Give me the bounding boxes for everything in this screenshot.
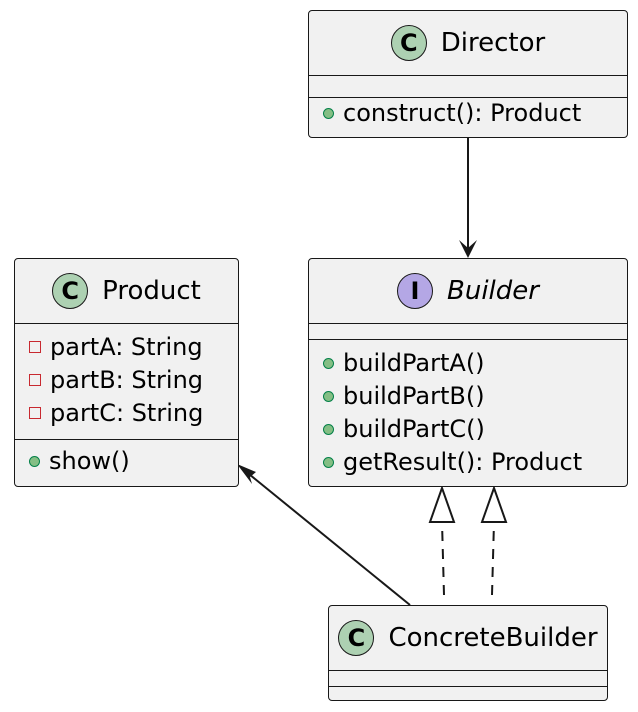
method-item: buildPartB()	[323, 382, 485, 410]
class-c-icon: C	[52, 273, 89, 309]
field-label: partA: String	[50, 333, 203, 361]
realization-triangle-right	[480, 484, 508, 523]
class-header: I Builder	[309, 259, 627, 323]
divider	[309, 339, 627, 340]
method-item: buildPartA()	[323, 349, 485, 377]
field-item: partA: String	[29, 333, 203, 361]
private-visibility-icon	[29, 341, 41, 353]
field-label: partB: String	[50, 366, 204, 394]
director-builder-arrowhead	[459, 240, 477, 258]
class-director[interactable]: C Director construct(): Product	[308, 10, 628, 138]
public-visibility-icon	[323, 107, 334, 119]
public-visibility-icon	[323, 390, 334, 402]
method-item: construct(): Product	[323, 99, 581, 127]
divider	[329, 670, 607, 671]
public-visibility-icon	[323, 357, 334, 369]
realization-line-left	[441, 521, 445, 596]
interface-builder[interactable]: I Builder buildPartA() buildPartB() buil…	[308, 258, 628, 487]
concretebuilder-product-association	[243, 469, 411, 606]
concretebuilder-product-arrowhead	[237, 464, 256, 484]
method-label: buildPartB()	[343, 382, 485, 410]
field-label: partC: String	[50, 399, 204, 427]
class-name: Builder	[447, 276, 539, 306]
method-label: show()	[49, 447, 130, 475]
method-label: construct(): Product	[343, 99, 582, 127]
private-visibility-icon	[29, 407, 41, 419]
divider	[15, 323, 238, 324]
method-item: show()	[29, 447, 130, 475]
public-visibility-icon	[29, 455, 40, 467]
divider	[329, 686, 607, 687]
method-item: getResult(): Product	[323, 448, 582, 476]
class-name: Product	[102, 276, 201, 306]
divider	[309, 75, 627, 76]
class-name: ConcreteBuilder	[388, 623, 598, 653]
realization-line-right	[491, 521, 495, 596]
method-label: buildPartA()	[343, 349, 485, 377]
field-item: partB: String	[29, 366, 203, 394]
class-header: C Director	[309, 11, 627, 75]
realization-triangle-left	[428, 484, 456, 523]
divider	[309, 97, 627, 98]
public-visibility-icon	[323, 456, 334, 468]
method-item: buildPartC()	[323, 415, 485, 443]
divider	[309, 323, 627, 324]
method-label: getResult(): Product	[343, 448, 583, 476]
class-c-icon: C	[338, 620, 375, 656]
class-name: Director	[440, 28, 546, 58]
public-visibility-icon	[323, 423, 334, 435]
interface-i-icon: I	[397, 273, 434, 309]
class-header: C ConcreteBuilder	[329, 606, 607, 670]
class-product[interactable]: C Product partA: String partB: String pa…	[14, 258, 239, 487]
method-label: buildPartC()	[343, 415, 485, 443]
field-item: partC: String	[29, 399, 203, 427]
class-header: C Product	[15, 259, 238, 323]
private-visibility-icon	[29, 374, 41, 386]
divider	[15, 439, 238, 440]
class-concretebuilder[interactable]: C ConcreteBuilder	[328, 605, 608, 701]
class-c-icon: C	[390, 25, 427, 61]
